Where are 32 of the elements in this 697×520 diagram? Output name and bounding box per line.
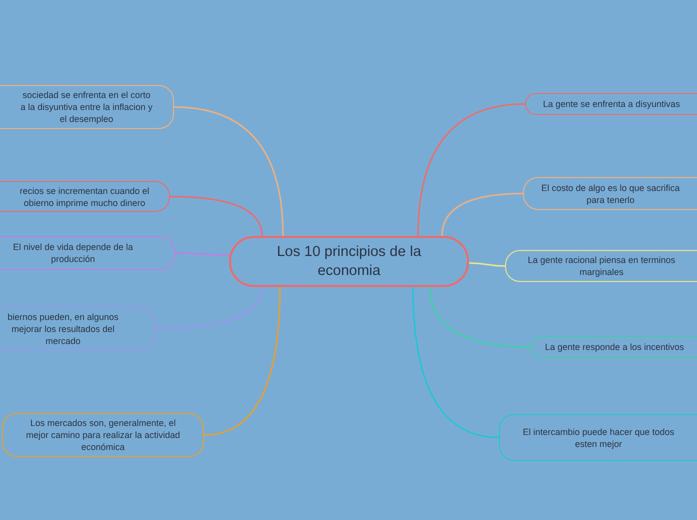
topic-text: Los mercados son, generalmente, el mejor camino para realizar la actividad económica [24, 417, 182, 453]
branch-line [204, 286, 281, 436]
branch-line [429, 286, 532, 348]
branch-line [412, 286, 500, 438]
topic-text: La gente responde a los incentivos [544, 341, 686, 353]
central-topic-text: Los 10 principios de la economia [276, 242, 422, 280]
topic-box [505, 250, 697, 282]
topic-text: El nivel de vida depende de la producción [12, 241, 134, 265]
branch-line [174, 106, 284, 236]
topic-box [0, 236, 175, 270]
topic-text: La gente se enfrenta a disyuntivas [542, 98, 682, 110]
branch-line [468, 262, 506, 267]
branch-line [175, 252, 229, 256]
branch-line [417, 103, 526, 236]
topic-text: El costo de algo es lo que sacrifica para tenerlo [540, 182, 681, 206]
topic-text: El intercambio puede hacer que todos esten mejor [522, 426, 676, 450]
topic-box [0, 307, 155, 350]
topic-box [525, 93, 697, 115]
topic-box [0, 85, 174, 129]
topic-box [523, 177, 697, 210]
branch-line [441, 192, 524, 236]
topic-box [2, 413, 204, 457]
topic-box [499, 414, 697, 461]
topic-box [531, 336, 697, 358]
topic-text: sociedad se enfrenta en el corto a la disyuntiva entre la inflacion y el desempleo [20, 89, 154, 125]
topic-text: recios se incrementan cuando el obierno imprime mucho dinero [18, 184, 150, 208]
topic-box [0, 181, 170, 212]
branch-line [154, 286, 263, 330]
topic-text: La gente racional piensa en terminos marginales [526, 254, 676, 278]
topic-text: biernos pueden, en algunos mejorar los resultados del mercado [6, 310, 120, 346]
central-topic-box [229, 236, 469, 287]
branch-line [170, 196, 263, 236]
